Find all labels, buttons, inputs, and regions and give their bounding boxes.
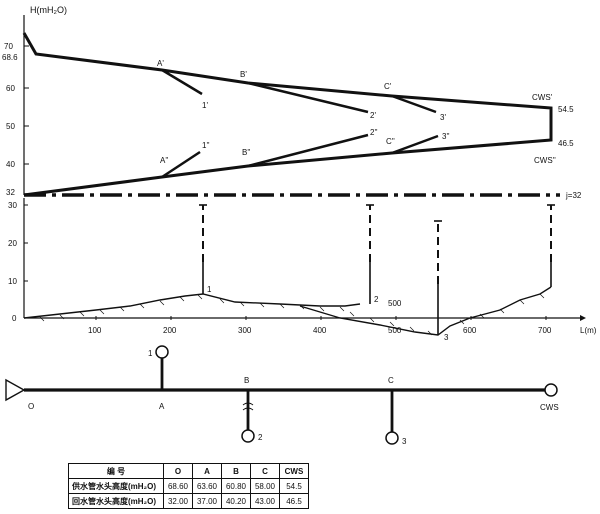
table-header-label: 编 号 bbox=[68, 463, 164, 479]
x-tick-label: 600 bbox=[463, 326, 477, 335]
node-2 bbox=[241, 429, 255, 443]
table-row-supply: 供水管水头高度(mH₂O) 68.60 63.60 60.80 58.00 54… bbox=[68, 478, 309, 494]
table-header-cell: A bbox=[192, 463, 222, 479]
h-tick-label: 60 bbox=[6, 84, 15, 93]
h-tick-label: 70 bbox=[4, 42, 13, 51]
table-cell: 58.00 bbox=[250, 478, 280, 494]
table-cell: 32.00 bbox=[163, 493, 193, 509]
pressure-labels: H(mH₂O) 70 68.6 60 50 40 32 A' B' C' CWS… bbox=[2, 5, 582, 200]
node-1 bbox=[155, 345, 169, 359]
node-label-2: 2 bbox=[258, 433, 263, 442]
return-branch-3 bbox=[391, 134, 439, 155]
label-2-supply: 2' bbox=[370, 111, 376, 120]
ground-label-3: 3 bbox=[444, 333, 449, 342]
h-tick-label: 32 bbox=[6, 188, 15, 197]
x-tick-label: 200 bbox=[163, 326, 177, 335]
label-B-supply: B' bbox=[240, 70, 247, 79]
table-cell: 60.80 bbox=[221, 478, 251, 494]
table-cell: 46.5 bbox=[279, 493, 309, 509]
value-return-end: 46.5 bbox=[558, 139, 574, 148]
x-tick-label: 500 bbox=[388, 326, 402, 335]
z-tick-label: 10 bbox=[8, 277, 17, 286]
table-cell: 54.5 bbox=[279, 478, 309, 494]
table-cell: 68.60 bbox=[163, 478, 193, 494]
supply-head-line bbox=[22, 32, 553, 197]
supply-branch-2 bbox=[247, 81, 369, 114]
table-cell: 40.20 bbox=[221, 493, 251, 509]
table-header-cell: B bbox=[221, 463, 251, 479]
network-schematic bbox=[5, 345, 558, 445]
h-axis-label: H(mH₂O) bbox=[30, 5, 67, 15]
h-tick-label: 68.6 bbox=[2, 53, 18, 62]
x-tick-label: 700 bbox=[538, 326, 552, 335]
label-3-supply: 3' bbox=[440, 113, 446, 122]
x-tick-label: 400 bbox=[313, 326, 327, 335]
head-height-table: 编 号 O A B C CWS 供水管水头高度(mH₂O) 68.60 63.6… bbox=[68, 463, 309, 509]
x-tick-label: 300 bbox=[238, 326, 252, 335]
h-tick-label: 50 bbox=[6, 122, 15, 131]
return-branch-1 bbox=[161, 150, 201, 179]
label-C-supply: C' bbox=[384, 82, 392, 91]
return-branch-2 bbox=[247, 133, 369, 168]
ground-profile bbox=[23, 293, 361, 319]
label-A-return: A'' bbox=[160, 156, 169, 165]
label-1-return: 1'' bbox=[202, 141, 210, 150]
node-label-A: A bbox=[159, 402, 165, 411]
value-supply-end: 54.5 bbox=[558, 105, 574, 114]
l-axis-arrow bbox=[580, 315, 586, 321]
z-tick-label: 0 bbox=[12, 314, 17, 323]
table-cell: 43.00 bbox=[250, 493, 280, 509]
supply-branch-3 bbox=[391, 94, 437, 114]
table-row-return: 回水管水头高度(mH₂O) 32.00 37.00 40.20 43.00 46… bbox=[68, 493, 309, 509]
table-header-row: 编 号 O A B C CWS bbox=[68, 463, 309, 479]
label-CWS-return: CWS'' bbox=[534, 156, 556, 165]
ground-hatching bbox=[39, 293, 545, 336]
label-A-supply: A' bbox=[157, 59, 164, 68]
node-label-3: 3 bbox=[402, 437, 407, 446]
label-3-return: 3'' bbox=[442, 132, 450, 141]
table-cell: 37.00 bbox=[192, 493, 222, 509]
ground-label-500: 500 bbox=[388, 299, 402, 308]
l-axis-label: L(m) bbox=[580, 326, 597, 335]
z-tick-label: 30 bbox=[8, 201, 17, 210]
x-tick-label: 100 bbox=[88, 326, 102, 335]
node-label-O: O bbox=[28, 402, 34, 411]
elevation-labels: 30 20 10 0 100 200 300 400 500 600 700 L… bbox=[8, 201, 597, 342]
branch-2-break bbox=[242, 402, 254, 411]
node-label-C: C bbox=[388, 376, 394, 385]
table-row-label: 供水管水头高度(mH₂O) bbox=[68, 478, 164, 494]
elevation-diagram bbox=[23, 198, 586, 336]
label-B-return: B'' bbox=[242, 148, 251, 157]
label-C-return: C'' bbox=[386, 137, 395, 146]
z-tick-label: 20 bbox=[8, 239, 17, 248]
network-labels: O A B C CWS 1 2 3 bbox=[28, 349, 559, 446]
cws-node bbox=[544, 383, 558, 397]
label-CWS-supply: CWS' bbox=[532, 93, 553, 102]
ground-label-2: 2 bbox=[374, 295, 379, 304]
h-tick-label: 40 bbox=[6, 160, 15, 169]
node-label-1: 1 bbox=[148, 349, 153, 358]
table-header-cell: CWS bbox=[279, 463, 309, 479]
node-label-CWS: CWS bbox=[540, 403, 559, 412]
table-header-cell: C bbox=[250, 463, 280, 479]
node-3 bbox=[385, 431, 399, 445]
node-label-B: B bbox=[244, 376, 249, 385]
pump-symbol bbox=[5, 378, 26, 402]
supply-branch-1 bbox=[161, 68, 203, 96]
table-row-label: 回水管水头高度(mH₂O) bbox=[68, 493, 164, 509]
ground-profile-dip bbox=[299, 286, 552, 336]
table-cell: 63.60 bbox=[192, 478, 222, 494]
label-2-return: 2'' bbox=[370, 128, 378, 137]
label-1-supply: 1' bbox=[202, 101, 208, 110]
static-line-label: j=32 bbox=[565, 191, 582, 200]
pressure-diagram bbox=[22, 15, 560, 197]
ground-label-1: 1 bbox=[207, 285, 212, 294]
table-header-cell: O bbox=[163, 463, 193, 479]
